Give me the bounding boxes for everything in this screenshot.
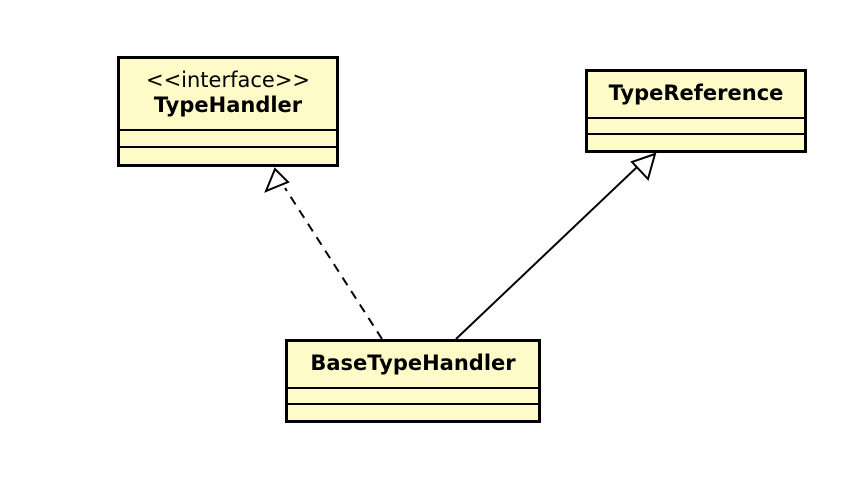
class-stereotype: <<interface>> <box>145 68 311 92</box>
class-box-typehandler[interactable]: <<interface>> TypeHandler <box>117 56 339 167</box>
generalization-solid-line <box>455 166 638 340</box>
operations-compartment <box>120 146 336 164</box>
class-name: BaseTypeHandler <box>310 351 516 375</box>
class-name: TypeReference <box>608 81 784 105</box>
realization-relation <box>264 167 383 340</box>
realization-dashed-line <box>284 187 383 340</box>
attributes-compartment <box>588 117 804 133</box>
class-header: TypeReference <box>588 72 804 117</box>
operations-compartment <box>588 133 804 150</box>
class-header: BaseTypeHandler <box>288 342 538 387</box>
class-name: TypeHandler <box>153 93 303 117</box>
generalization-hollow-triangle-icon <box>630 152 657 181</box>
attributes-compartment <box>120 129 336 146</box>
attributes-compartment <box>288 387 538 403</box>
class-box-basetypehandler[interactable]: BaseTypeHandler <box>285 339 541 423</box>
realization-hollow-triangle-icon <box>264 167 290 193</box>
class-header: <<interface>> TypeHandler <box>120 59 336 129</box>
generalization-relation <box>455 152 657 340</box>
operations-compartment <box>288 403 538 420</box>
class-box-typereference[interactable]: TypeReference <box>585 69 807 153</box>
